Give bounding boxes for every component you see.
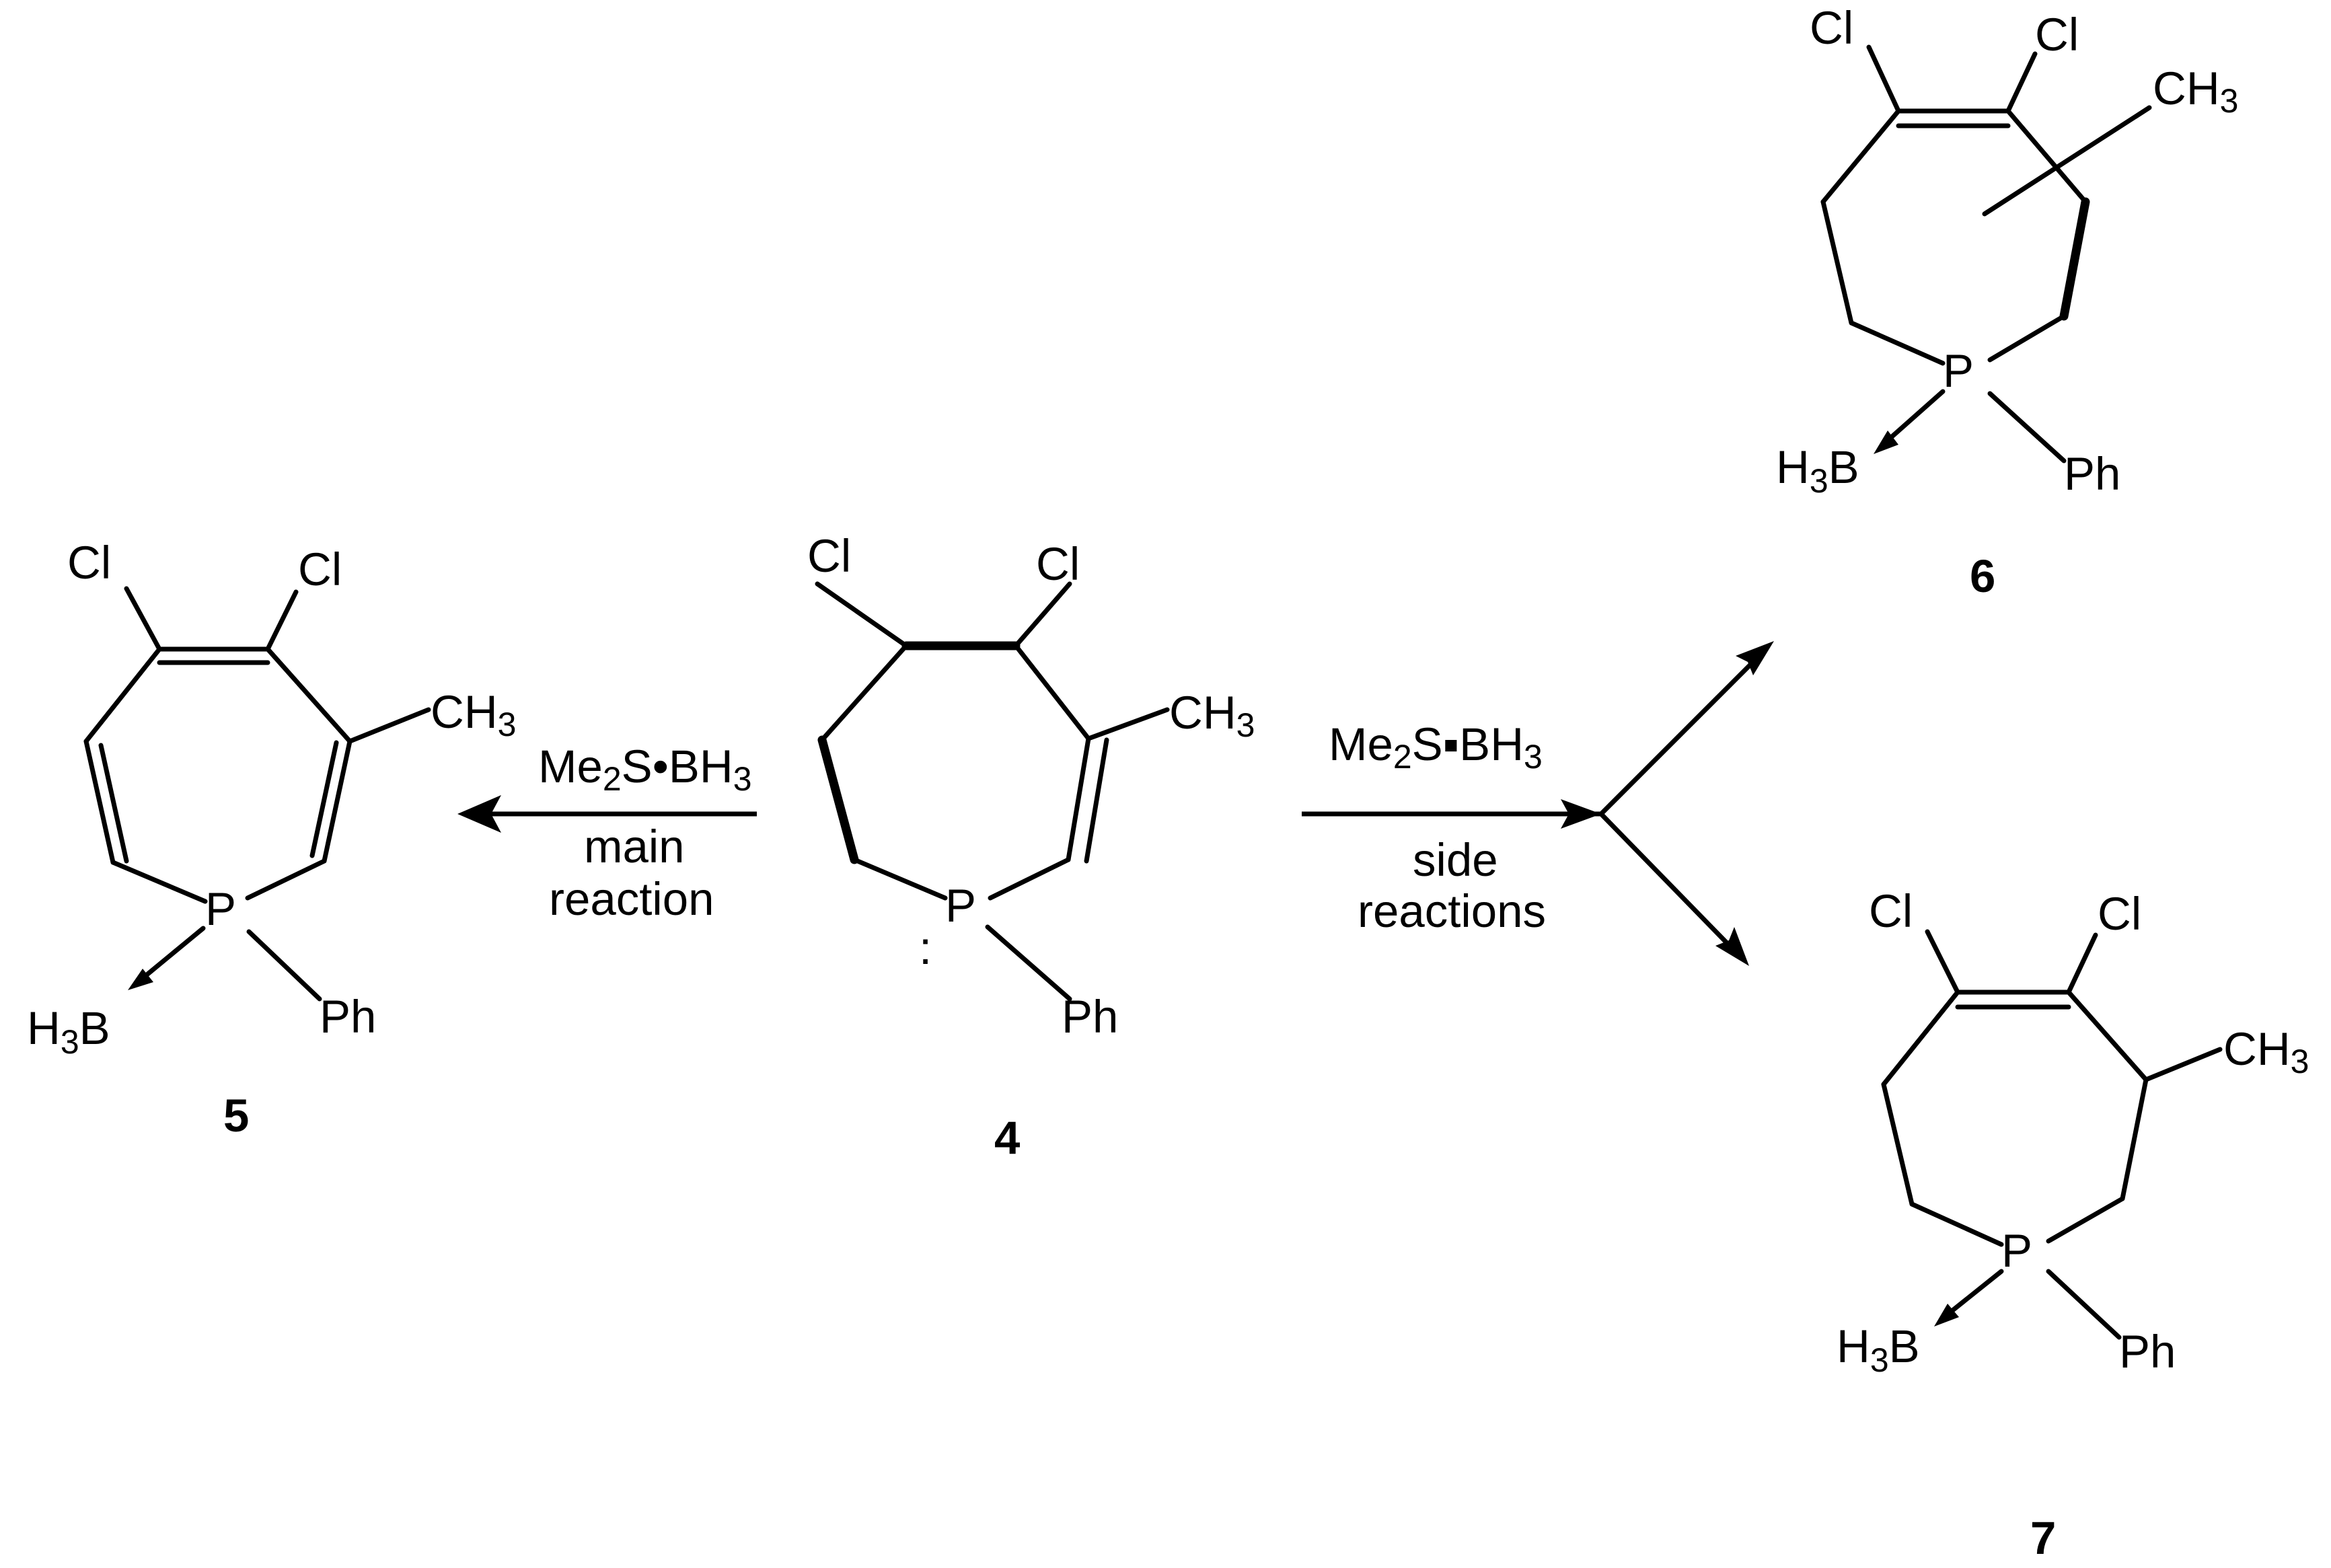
c6-cl1: Cl	[1810, 2, 1853, 54]
compound-label-5: 5	[223, 1090, 249, 1142]
c4-cl1: Cl	[807, 530, 851, 582]
c6-phenyl: Ph	[2064, 448, 2120, 500]
c4-lone-pair: :	[919, 922, 932, 974]
c4-ch3: CH3	[1169, 687, 1255, 744]
compound-label-7: 7	[2030, 1512, 2056, 1564]
compound-4: Cl Cl CH3 P : Ph 4	[807, 530, 1255, 1164]
compound-5-bonds	[83, 586, 431, 1002]
main-reagent: Me2S•BH3	[538, 741, 752, 798]
c4-phosphorus: P	[945, 880, 976, 932]
c6-ch3: CH3	[2153, 63, 2238, 120]
side-reagent: Me2S▪BH3	[1329, 718, 1543, 776]
c7-phenyl: Ph	[2119, 1326, 2176, 1378]
c7-borane: H3B	[1837, 1320, 1920, 1379]
compound-7: Cl Cl CH3 P H3B Ph 7	[1837, 885, 2309, 1564]
c4-phenyl: Ph	[1062, 991, 1118, 1043]
c4-cl2: Cl	[1036, 538, 1080, 590]
main-reaction-arrow: Me2S•BH3 main reaction	[457, 741, 757, 925]
compound-6: Cl Cl CH3 P H3B Ph 6	[1776, 2, 2238, 602]
main-arrow-head	[457, 795, 501, 833]
compound-7-bonds	[1881, 929, 2223, 1340]
c6-cl2: Cl	[2035, 9, 2079, 61]
compound-6-bonds	[1820, 44, 2152, 463]
c7-cl1: Cl	[1869, 885, 1913, 937]
side-arrow-up-branch	[1599, 654, 1761, 816]
c5-ch3: CH3	[431, 686, 516, 743]
c7-cl2: Cl	[2098, 888, 2141, 940]
side-reactions-line2: reactions	[1358, 885, 1546, 937]
side-reactions-line1: side	[1413, 834, 1498, 886]
c5-phenyl: Ph	[320, 991, 376, 1043]
c7-phosphorus: P	[2001, 1225, 2032, 1277]
side-arrow-down-branch	[1599, 812, 1734, 950]
main-reaction-line2: reaction	[549, 873, 714, 925]
c5-borane: H3B	[27, 1002, 110, 1061]
compound-label-6: 6	[1970, 550, 1995, 602]
compound-4-bonds	[815, 581, 1170, 1002]
c6-borane: H3B	[1776, 441, 1859, 500]
c5-cl2: Cl	[298, 544, 342, 595]
side-arrow-down-head	[1715, 927, 1749, 966]
compound-5: Cl Cl CH3 P H3B Ph 5	[27, 537, 516, 1142]
side-arrow-center-head	[1561, 799, 1601, 829]
c5-phosphorus: P	[205, 883, 236, 935]
side-reactions-arrow: Me2S▪BH3 side reactions	[1302, 641, 1774, 966]
side-arrow-up-head	[1736, 641, 1774, 675]
main-reaction-line1: main	[584, 821, 685, 872]
c5-cl1: Cl	[67, 537, 111, 589]
compound-label-4: 4	[994, 1112, 1020, 1164]
c6-phosphorus: P	[1943, 345, 1974, 397]
c7-ch3: CH3	[2223, 1023, 2309, 1080]
